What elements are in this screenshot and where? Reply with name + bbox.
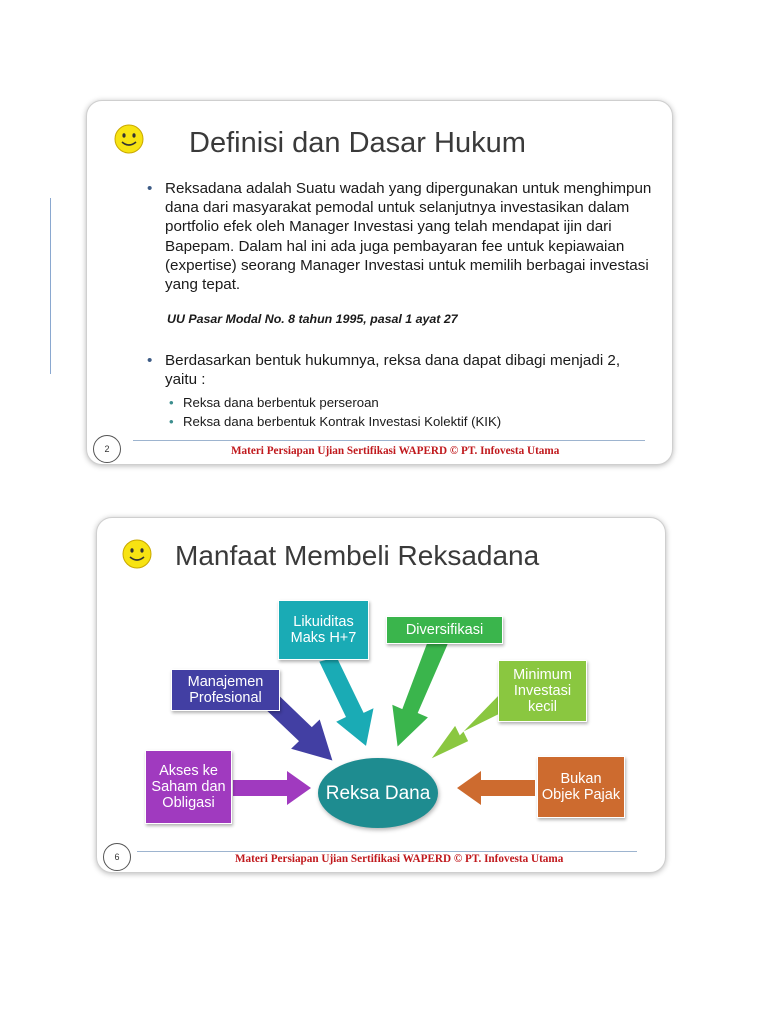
smiley-icon	[114, 124, 144, 154]
benefit-likuiditas: Likuiditas Maks H+7	[278, 600, 369, 660]
subitem: Reksa dana berbentuk perseroan	[169, 393, 501, 412]
legal-form-list: Berdasarkan bentuk hukumnya, reksa dana …	[147, 351, 647, 389]
subitem: Reksa dana berbentuk Kontrak Investasi K…	[169, 412, 501, 431]
legal-form-paragraph: Berdasarkan bentuk hukumnya, reksa dana …	[147, 351, 647, 389]
slide-title: Manfaat Membeli Reksadana	[175, 540, 540, 571]
benefit-diversifikasi: Diversifikasi	[386, 616, 503, 644]
page-margin-rule	[50, 198, 51, 374]
arrow-diversifikasi	[392, 634, 448, 747]
legal-citation: UU Pasar Modal No. 8 tahun 1995, pasal 1…	[167, 312, 458, 326]
benefit-arrows	[233, 634, 535, 805]
slide-manfaat: Manfaat Membeli Reksadana Likuiditas Mak…	[96, 517, 666, 873]
footer-text: Materi Persiapan Ujian Sertifikasi WAPER…	[231, 445, 560, 457]
definition-list: Reksadana adalah Suatu wadah yang diperg…	[147, 179, 667, 294]
benefit-bukan: Bukan Objek Pajak	[537, 756, 625, 818]
footer-divider	[133, 440, 645, 441]
legal-form-subitems: Reksa dana berbentuk perseroan Reksa dan…	[169, 393, 501, 431]
footer-divider	[137, 851, 637, 852]
page-number: 2	[93, 435, 121, 463]
benefit-manajemen: Manajemen Profesional	[171, 669, 280, 711]
arrow-minimum	[431, 693, 509, 759]
arrow-bukan	[457, 771, 535, 805]
slide-definisi: Definisi dan Dasar Hukum Reksadana adala…	[86, 100, 673, 465]
slide-title: Definisi dan Dasar Hukum	[189, 127, 526, 159]
page-number: 6	[103, 843, 131, 871]
arrow-akses	[233, 771, 311, 805]
center-reksa-dana: Reksa Dana	[318, 758, 438, 828]
benefit-akses: Akses ke Saham dan Obligasi	[145, 750, 232, 824]
arrow-manajemen	[263, 693, 333, 761]
benefit-minimum: Minimum Investasi kecil	[498, 660, 587, 722]
definition-paragraph: Reksadana adalah Suatu wadah yang diperg…	[147, 179, 667, 294]
footer-text: Materi Persiapan Ujian Sertifikasi WAPER…	[235, 853, 564, 865]
arrow-likuiditas	[319, 657, 374, 746]
smiley-icon	[122, 539, 152, 569]
